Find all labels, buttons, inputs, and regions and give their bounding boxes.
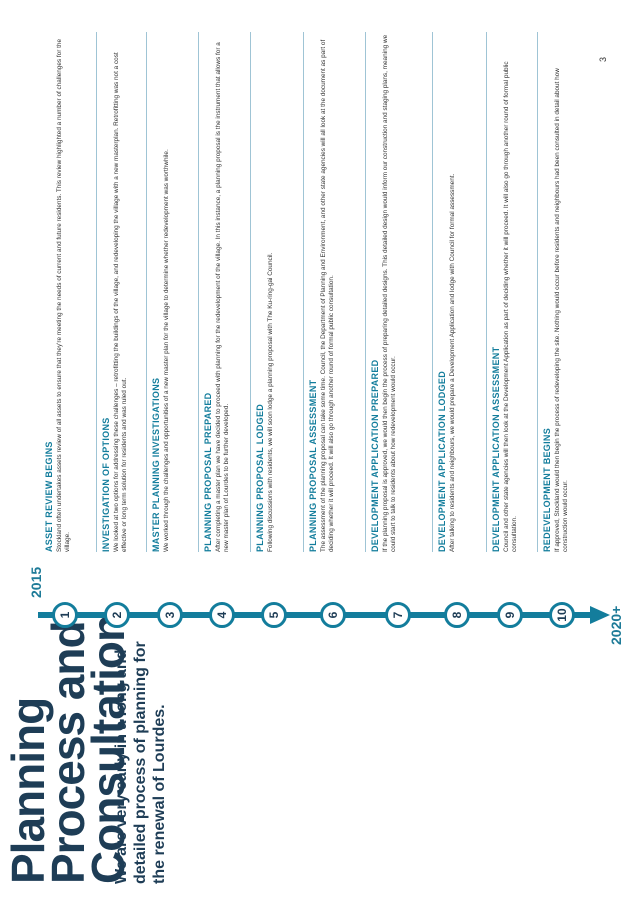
timeline-node-7: 7 (385, 602, 411, 628)
timeline-node-10: 10 (549, 602, 575, 628)
timeline-node-8: 8 (444, 602, 470, 628)
timeline-node-2: 2 (104, 602, 130, 628)
timeline-node-9: 9 (497, 602, 523, 628)
timeline-end-label: 2020+ (608, 605, 624, 645)
timeline-start-label: 2015 (28, 566, 44, 598)
timeline-arrow (590, 606, 610, 624)
timeline-node-5: 5 (261, 602, 287, 628)
timeline-node-1: 1 (52, 602, 78, 628)
timeline-node-3: 3 (157, 602, 183, 628)
timeline-bar (38, 612, 594, 618)
timeline-node-6: 6 (320, 602, 346, 628)
timeline-node-4: 4 (209, 602, 235, 628)
